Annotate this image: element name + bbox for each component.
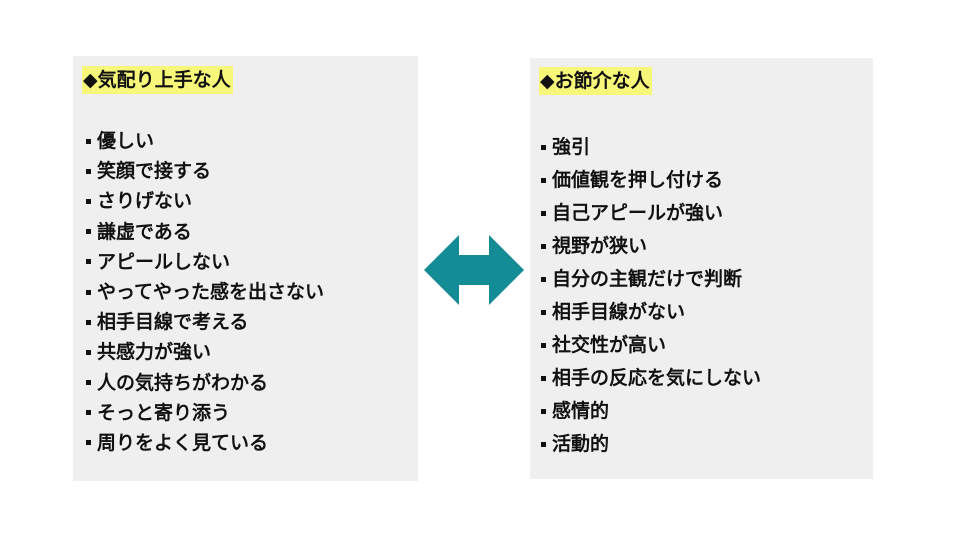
bullet-icon: [541, 409, 546, 414]
right-item-list: 強引 価値観を押し付ける 自己アピールが強い 視野が狭い 自分の主観だけで判断 …: [541, 131, 761, 461]
list-item-label: 人の気持ちがわかる: [97, 371, 269, 394]
double-headed-arrow-icon: [424, 235, 524, 305]
bullet-icon: [86, 410, 91, 416]
list-item-label: 自己アピールが強い: [552, 202, 724, 224]
list-item: さりげない: [86, 186, 324, 216]
list-item: 相手の反応を気にしない: [541, 362, 761, 395]
bullet-icon: [541, 277, 546, 282]
list-item-label: アピールしない: [97, 250, 231, 273]
bullet-icon: [86, 168, 91, 174]
list-item-label: 社交性が高い: [552, 334, 667, 356]
list-item: 相手目線がない: [541, 296, 761, 329]
list-item: 共感力が強い: [86, 337, 324, 367]
bullet-icon: [86, 289, 91, 295]
list-item-label: 強引: [552, 136, 591, 158]
bullet-icon: [541, 145, 546, 150]
list-item: そっと寄り添う: [86, 398, 324, 428]
list-item: 強引: [541, 131, 761, 164]
right-panel-osekkai: ◆お節介な人 強引 価値観を押し付ける 自己アピールが強い 視野が狭い 自分の主…: [530, 58, 873, 479]
bullet-icon: [541, 376, 546, 381]
bullet-icon: [541, 211, 546, 216]
list-item: 笑顔で接する: [86, 156, 324, 186]
bullet-icon: [541, 442, 546, 447]
arrow-shape: [424, 235, 524, 305]
list-item-label: 周りをよく見ている: [97, 431, 269, 454]
list-item-label: 謙虚である: [97, 220, 192, 243]
list-item-label: 相手目線がない: [552, 301, 686, 323]
bullet-icon: [86, 440, 91, 446]
list-item-label: そっと寄り添う: [97, 401, 231, 424]
list-item: 視野が狭い: [541, 230, 761, 263]
list-item: やってやった感を出さない: [86, 277, 324, 307]
list-item: 謙虚である: [86, 217, 324, 247]
list-item-label: 共感力が強い: [97, 341, 212, 364]
list-item-label: 優しい: [97, 130, 155, 153]
list-item: 活動的: [541, 428, 761, 461]
bullet-icon: [86, 319, 91, 325]
list-item: 感情的: [541, 395, 761, 428]
list-item-label: やってやった感を出さない: [97, 281, 325, 304]
list-item-label: 視野が狭い: [552, 235, 648, 257]
list-item: 相手目線で考える: [86, 307, 324, 337]
list-item-label: 価値観を押し付ける: [552, 169, 724, 191]
list-item-label: 相手の反応を気にしない: [552, 367, 762, 389]
list-item-label: さりげない: [97, 190, 193, 213]
list-item: アピールしない: [86, 247, 324, 277]
list-item: 周りをよく見ている: [86, 428, 324, 458]
bullet-icon: [541, 244, 546, 249]
list-item-label: 自分の主観だけで判断: [552, 268, 743, 290]
list-item: 優しい: [86, 126, 324, 156]
bullet-icon: [541, 310, 546, 315]
bullet-icon: [541, 343, 546, 348]
list-item: 社交性が高い: [541, 329, 761, 362]
list-item: 自己アピールが強い: [541, 197, 761, 230]
list-item-label: 感情的: [552, 400, 610, 422]
left-panel-kikubari: ◆気配り上手な人 優しい 笑顔で接する さりげない 謙虚である アピールしない …: [73, 56, 418, 481]
list-item: 人の気持ちがわかる: [86, 368, 324, 398]
right-panel-title: ◆お節介な人: [539, 67, 652, 95]
bullet-icon: [86, 259, 91, 265]
left-item-list: 優しい 笑顔で接する さりげない 謙虚である アピールしない やってやった感を出…: [86, 126, 324, 458]
bullet-icon: [86, 380, 91, 386]
bullet-icon: [86, 138, 91, 144]
bullet-icon: [86, 229, 91, 235]
list-item-label: 相手目線で考える: [97, 311, 249, 334]
list-item-label: 笑顔で接する: [97, 160, 212, 183]
bullet-icon: [86, 349, 91, 355]
left-panel-title: ◆気配り上手な人: [82, 66, 233, 94]
list-item: 価値観を押し付ける: [541, 164, 761, 197]
list-item-label: 活動的: [552, 433, 610, 455]
bullet-icon: [541, 178, 546, 183]
bullet-icon: [86, 198, 91, 204]
list-item: 自分の主観だけで判断: [541, 263, 761, 296]
